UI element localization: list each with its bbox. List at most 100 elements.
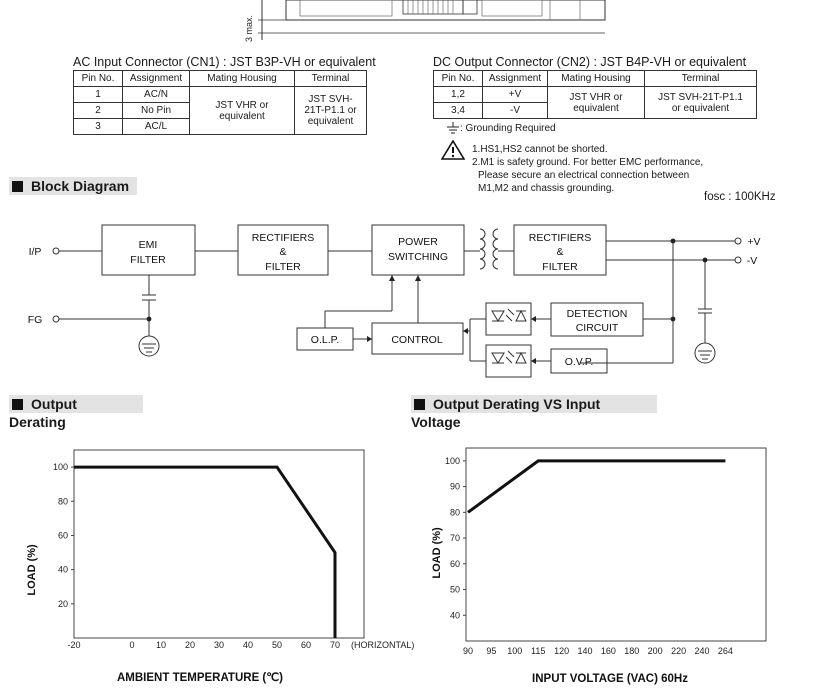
table-header-row: Pin No. Assignment Mating Housing Termin… [73, 70, 367, 87]
x-tick-label: 115 [531, 646, 545, 656]
block-diagram-header: Block Diagram [9, 177, 137, 195]
section-title: Output Derating VS Input Voltage [411, 396, 601, 430]
y-tick-label: 20 [58, 599, 68, 609]
table-row: 1,2 +V JST VHR or equivalent JST SVH-21T… [433, 86, 757, 119]
x-tick-label: 50 [272, 640, 282, 650]
detection-circuit-line1: DETECTION [567, 308, 628, 320]
y-tick-label: 50 [450, 585, 460, 595]
assignment-cell: AC/N [122, 86, 190, 103]
x-tick-label: 0 [129, 640, 134, 650]
y-tick-label: 90 [450, 482, 460, 492]
col-assignment: Assignment [122, 70, 190, 87]
x-axis-label: INPUT VOLTAGE (VAC) 60Hz [532, 673, 688, 685]
section-bullet-icon [414, 399, 425, 410]
col-assignment: Assignment [482, 70, 548, 87]
power-switching-line1: POWER [398, 236, 438, 248]
pin-cell: 3 [73, 118, 123, 135]
housing-cell: JST VHR or equivalent [547, 86, 645, 119]
output-derating-vin-chart: 90 95 100 115 120 140 160 180 200 220 240 264 40 50 60… [431, 447, 767, 685]
assignment-cell: +V [482, 86, 548, 103]
col-pin: Pin No. [73, 70, 123, 87]
y-tick-label: 80 [58, 496, 68, 506]
x-tick-label: 200 [648, 646, 663, 656]
note-1: 1.HS1,HS2 cannot be shorted. [472, 144, 608, 155]
rectifiers-1-line1: RECTIFIERS [252, 232, 314, 244]
pin-cell: 1,2 [433, 86, 483, 103]
assignment-cell: AC/L [122, 118, 190, 135]
output-positive-label: +V [747, 236, 760, 248]
section-bullet-icon [12, 181, 23, 192]
rectifiers-1-line3: FILTER [265, 261, 301, 273]
output-negative-label: -V [747, 255, 758, 267]
x-tick-label: 140 [577, 646, 592, 656]
x-tick-label: 160 [601, 646, 616, 656]
y-tick-label: 60 [58, 530, 68, 540]
table-row: 3 AC/L [73, 118, 367, 135]
col-mating-housing: Mating Housing [189, 70, 295, 87]
terminal-cell: JST SVH-21T-P1.1 or equivalent [644, 86, 757, 119]
x-tick-label: 60 [301, 640, 311, 650]
y-tick-label: 60 [450, 559, 460, 569]
col-mating-housing: Mating Housing [547, 70, 645, 87]
note-2-line-2: Please secure an electrical connection b… [478, 170, 690, 181]
terminal-cell: JST SVH-21T-P1.1 or equivalent [294, 86, 367, 135]
section-title: Output Derating [9, 396, 77, 430]
section-bullet-icon [12, 399, 23, 410]
ac-connector-title: AC Input Connector (CN1) : JST B3P-VH or… [73, 55, 376, 69]
grounding-note: : Grounding Required [460, 123, 556, 134]
table-header-row: Pin No. Assignment Mating Housing Termin… [433, 70, 757, 87]
fosc-label: fosc : 100KHz [704, 191, 776, 203]
table-row: 1 AC/N JST VHR or equivalent JST SVH-21T… [73, 86, 367, 135]
x-tick-label: 70 [330, 640, 340, 650]
derating-vin-curve [467, 459, 726, 514]
emi-filter-line1: EMI [139, 239, 158, 251]
x-axis-label: AMBIENT TEMPERATURE (℃) [117, 671, 283, 684]
ip-label: I/P [29, 246, 42, 258]
x-tick-label: 100 [507, 646, 522, 656]
assignment-cell: -V [482, 102, 548, 119]
y-axis-label: LOAD (%) [431, 527, 443, 579]
col-terminal: Terminal [294, 70, 367, 87]
rectifiers-2-line3: FILTER [542, 261, 578, 273]
dc-connector-title: DC Output Connector (CN2) : JST B4P-VH o… [433, 55, 747, 69]
pin-cell: 2 [73, 102, 123, 119]
y-tick-label: 80 [450, 507, 460, 517]
x-tick-label: 95 [486, 646, 496, 656]
y-tick-label: 100 [445, 456, 460, 466]
derating-curve [74, 465, 337, 638]
olp-label: O.L.P. [311, 334, 339, 346]
y-tick-label: 40 [450, 610, 460, 620]
control-label: CONTROL [391, 334, 442, 346]
fg-label: FG [28, 314, 43, 326]
x-tick-label: 30 [214, 640, 224, 650]
section-title: Block Diagram [31, 178, 130, 194]
x-tick-label: 264 [718, 646, 733, 656]
power-switching-line2: SWITCHING [388, 251, 448, 263]
plot-frame [465, 447, 767, 642]
x-tick-label: -20 [67, 640, 80, 650]
assignment-cell: No Pin [122, 102, 190, 119]
x-tick-label: 180 [624, 646, 639, 656]
x-tick-label: 240 [694, 646, 709, 656]
pin-cell: 1 [73, 86, 123, 103]
detection-circuit-line2: CIRCUIT [576, 322, 619, 334]
x-tick-label: 120 [554, 646, 569, 656]
x-tick-label: 90 [463, 646, 473, 656]
mechanical-drawing-fragment: 3 max. [244, 0, 606, 42]
rectifiers-1-line2: & [279, 246, 286, 258]
ovp-label: O.V.P. [565, 356, 594, 368]
note-2: 2.M1 is safety ground. For better EMC pe… [472, 157, 704, 168]
rectifiers-2-line2: & [556, 246, 563, 258]
x-tick-label: 220 [671, 646, 686, 656]
x-axis-suffix: (HORIZONTAL) [351, 640, 414, 650]
plot-frame [73, 449, 365, 639]
y-tick-label: 100 [53, 462, 68, 472]
y-axis-label: LOAD (%) [26, 544, 38, 596]
y-tick-label: 40 [58, 565, 68, 575]
x-tick-label: 20 [185, 640, 195, 650]
block-diagram: I/P FG EMI FILTER RECTIFIERS & FILTER PO… [28, 224, 761, 378]
ac-connector-table: Pin No. Assignment Mating Housing Termin… [73, 70, 367, 135]
pin-cell: 3,4 [433, 102, 483, 119]
emi-filter-line2: FILTER [130, 254, 166, 266]
